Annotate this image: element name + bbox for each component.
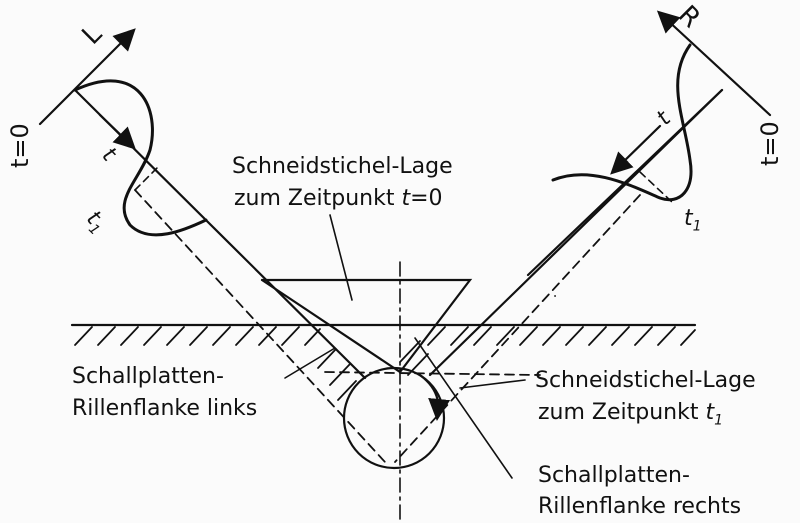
label-t1-right-var: t xyxy=(684,206,693,231)
leader-stylus-t1 xyxy=(459,379,526,389)
right-channel-waveform xyxy=(551,43,693,202)
label-t-zero-left: t=0 xyxy=(6,123,34,168)
label-stylus-t0-line1: Schneidstichel-Lage xyxy=(232,154,453,179)
label-stylus-t1-line1: Schneidstichel-Lage xyxy=(535,368,756,393)
stylus-position-t0 xyxy=(260,278,473,374)
left-time-arrow xyxy=(98,113,136,150)
label-stylus-t0-line2: zum Zeitpunkt t=0 xyxy=(234,188,443,210)
label-stylus-t0-text: zum Zeitpunkt xyxy=(234,186,395,211)
left-t1-guide xyxy=(134,164,161,191)
surface-hatching-left xyxy=(74,326,357,401)
surface-hatching-right xyxy=(399,326,696,376)
label-stylus-t1-var: t xyxy=(705,400,715,425)
label-flank-right-line2: Rillenflanke rechts xyxy=(538,494,742,519)
label-t-zero-right: t=0 xyxy=(756,121,784,166)
label-flank-left-line1: Schallplatten- xyxy=(72,364,224,389)
label-flank-right-line1: Schallplatten- xyxy=(538,463,690,488)
left-t0-axis xyxy=(38,28,136,126)
leader-flank-right xyxy=(414,337,513,479)
right-time-arrow xyxy=(610,124,662,175)
stylus-rotation-arrow xyxy=(418,373,451,421)
leader-stylus-t0 xyxy=(329,214,353,301)
label-stylus-t0-var: t xyxy=(401,186,411,211)
label-flank-left-line2: Rillenflanke links xyxy=(72,396,258,421)
label-stylus-t1-line2: zum Zeitpunkt t1 xyxy=(538,400,724,429)
label-t1-right-sub: 1 xyxy=(692,218,702,235)
right-t1-guide xyxy=(639,171,673,203)
label-stylus-t1-sub: 1 xyxy=(714,412,724,429)
label-t1-right: t1 xyxy=(684,206,702,235)
label-stylus-t1-text: zum Zeitpunkt xyxy=(538,400,699,425)
leader-flank-left xyxy=(284,347,336,379)
left-channel-waveform xyxy=(73,79,208,237)
label-stylus-t0-eq: =0 xyxy=(410,186,443,211)
right-t0-axis xyxy=(656,10,772,117)
